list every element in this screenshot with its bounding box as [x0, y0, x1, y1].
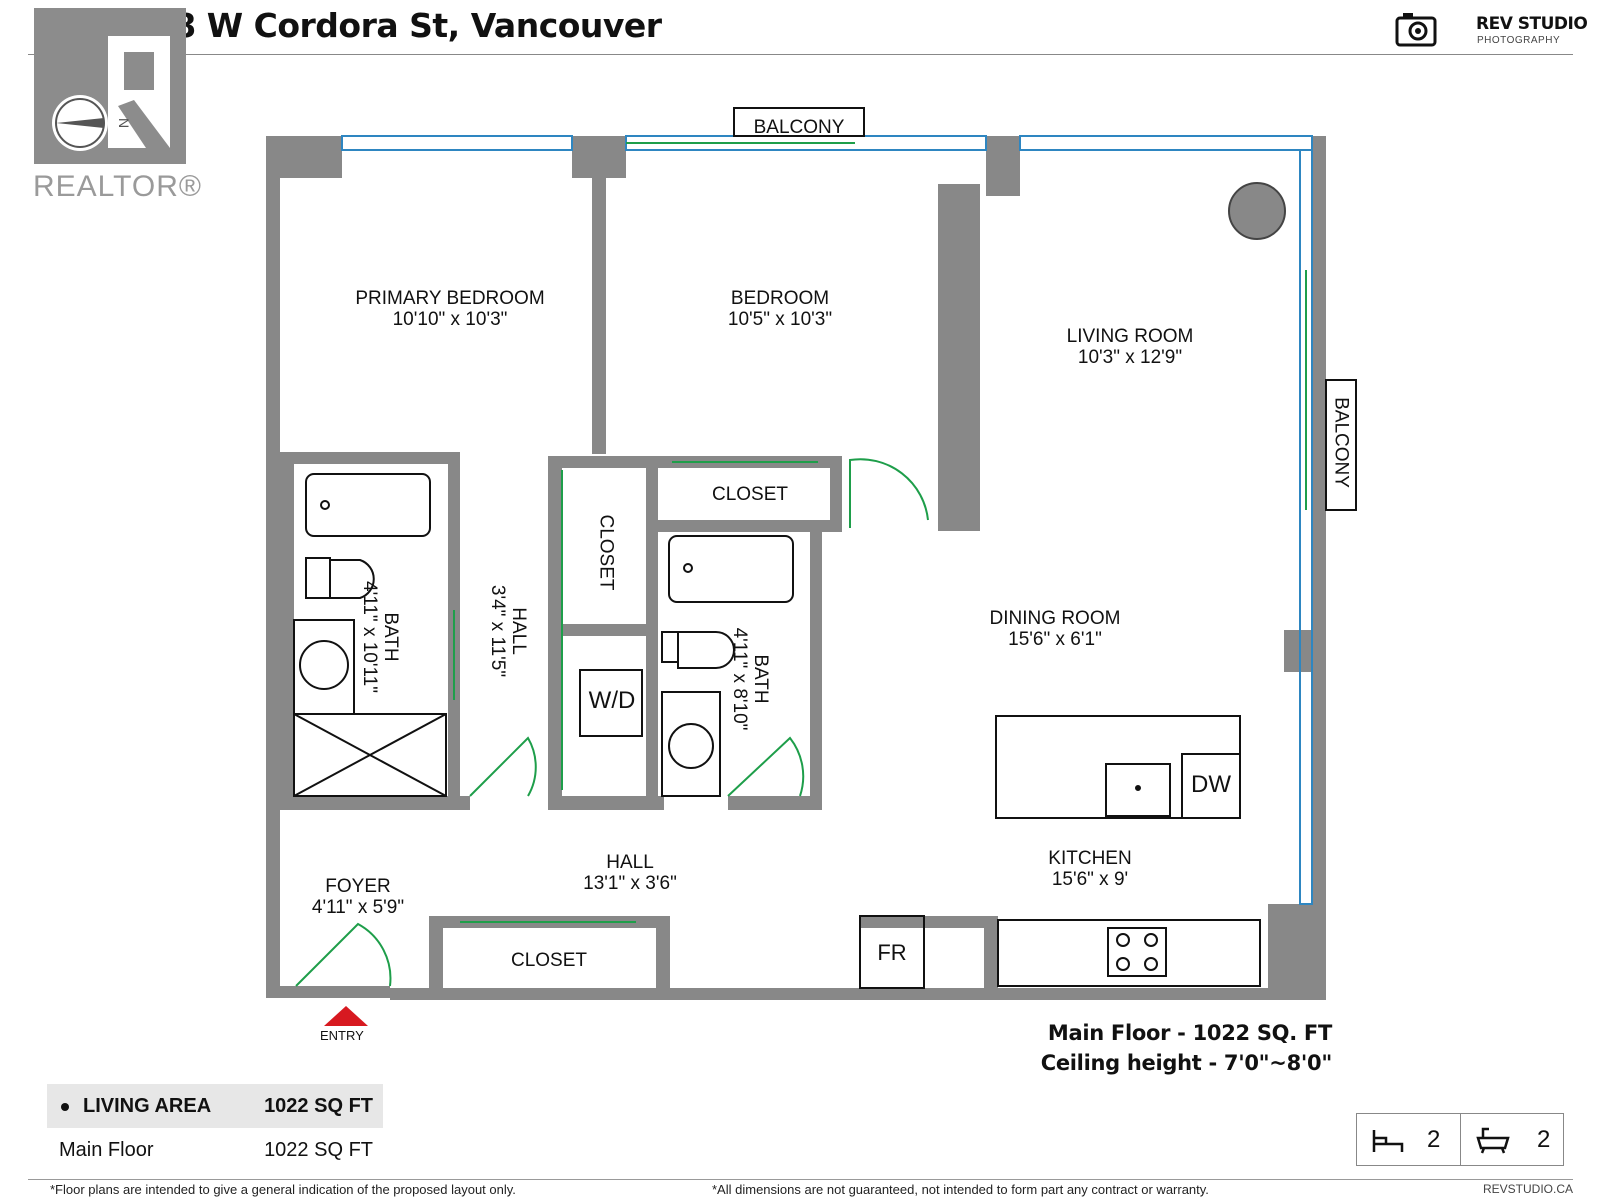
realtor-logo: N — [34, 8, 186, 164]
bathtub-icon — [1476, 1127, 1510, 1154]
footer-divider — [28, 1179, 1573, 1180]
dishwasher-label: DW — [1191, 771, 1231, 798]
fridge-label: FR — [877, 940, 907, 965]
area-table-header: LIVING AREA 1022 SQ FT — [47, 1084, 383, 1128]
realtor-wordmark: REALTOR® — [33, 170, 203, 203]
area-table-row: Main Floor 1022 SQ FT — [47, 1128, 383, 1172]
bedroom-count: 2 — [1427, 1126, 1441, 1153]
column-fixture — [1228, 182, 1286, 240]
brand-name: REV STUDIO — [1476, 14, 1588, 34]
header-divider — [28, 54, 1573, 55]
balcony-top-box — [733, 107, 865, 137]
camera-icon — [1395, 13, 1437, 47]
plan-fixtures — [293, 473, 1261, 989]
balcony-right-box — [1325, 379, 1357, 511]
room-counts: 2 2 — [1356, 1113, 1564, 1166]
compass-north-label: N — [116, 118, 132, 128]
living-area-label: LIVING AREA — [83, 1095, 212, 1117]
brand-website: REVSTUDIO.CA — [1482, 1182, 1573, 1196]
main-floor-area: Main Floor - 1022 SQ. FT — [1047, 1021, 1332, 1045]
balcony-top-label: BALCONY — [753, 117, 845, 138]
bed-icon — [1372, 1130, 1404, 1152]
bathroom-count: 2 — [1537, 1126, 1551, 1153]
plan-doors — [295, 142, 1307, 987]
closet-bottom-label: CLOSET — [510, 950, 588, 971]
balcony-right-label: BALCONY — [1330, 397, 1352, 488]
main-floor-value: 1022 SQ FT — [264, 1139, 373, 1161]
footer-disclaimer-left: *Floor plans are intended to give a gene… — [50, 1182, 516, 1197]
brand-logo — [1395, 10, 1575, 50]
closet-top-label: CLOSET — [711, 484, 789, 505]
washer-dryer-label: W/D — [588, 687, 636, 714]
living-area-table: LIVING AREA 1022 SQ FT Main Floor 1022 S… — [47, 1084, 383, 1172]
plan-walls — [266, 136, 1326, 1000]
main-floor-label: Main Floor — [59, 1139, 154, 1161]
entry-arrow-icon — [324, 1006, 368, 1026]
brand-subtitle: PHOTOGRAPHY — [1477, 35, 1561, 46]
closet-vertical-label: CLOSET — [595, 514, 617, 591]
counts-divider — [1460, 1114, 1461, 1165]
living-area-value: 1022 SQ FT — [264, 1095, 373, 1117]
entry-label: ENTRY — [320, 1028, 364, 1043]
ceiling-height: Ceiling height - 7'0"~8'0" — [1040, 1051, 1333, 1075]
footer-disclaimer-right: *All dimensions are not guaranteed, not … — [712, 1182, 1209, 1197]
floor-info: Main Floor - 1022 SQ. FT Ceiling height … — [1040, 1018, 1333, 1078]
bullet-icon — [61, 1103, 69, 1111]
